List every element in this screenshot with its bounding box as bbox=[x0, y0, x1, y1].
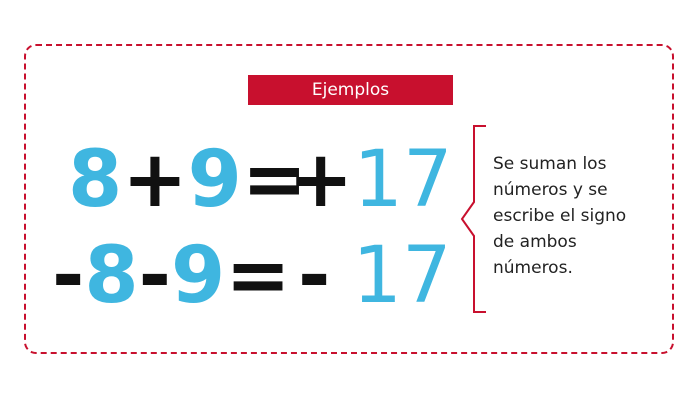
eq2-operand-b: 9 bbox=[171, 231, 226, 321]
examples-banner: Ejemplos bbox=[248, 75, 453, 105]
equation-2: -8-9= bbox=[52, 236, 291, 316]
eq2-equals: = bbox=[225, 231, 291, 321]
explanation-line: de ambos bbox=[493, 232, 577, 252]
equation-2-result: -17 bbox=[298, 236, 452, 316]
explanation-line: escribe el signo bbox=[493, 206, 627, 226]
eq1-result-value: 17 bbox=[353, 135, 453, 225]
eq2-sign-a: - bbox=[52, 231, 85, 321]
explanation-line: Se suman los bbox=[493, 154, 607, 174]
eq1-operand-b: 9 bbox=[187, 135, 242, 225]
eq1-result-sign: + bbox=[288, 135, 354, 225]
eq2-result-sign: - bbox=[298, 231, 331, 321]
eq2-operand-a: 8 bbox=[84, 231, 139, 321]
eq1-equals: = bbox=[241, 135, 308, 225]
eq1-operand-a: 8 bbox=[68, 135, 123, 225]
eq1-operator: + bbox=[122, 135, 188, 225]
equation-1-result: +17 bbox=[288, 140, 453, 220]
explanation-line: números y se bbox=[493, 180, 608, 200]
examples-card bbox=[24, 44, 674, 354]
eq2-operator: - bbox=[138, 231, 172, 321]
equation-1: 8+9= bbox=[68, 140, 307, 220]
explanation-text: Se suman los números y se escribe el sig… bbox=[493, 151, 673, 281]
eq2-result-value: 17 bbox=[352, 231, 452, 321]
explanation-line: números. bbox=[493, 258, 573, 278]
curly-brace-icon bbox=[460, 125, 486, 313]
